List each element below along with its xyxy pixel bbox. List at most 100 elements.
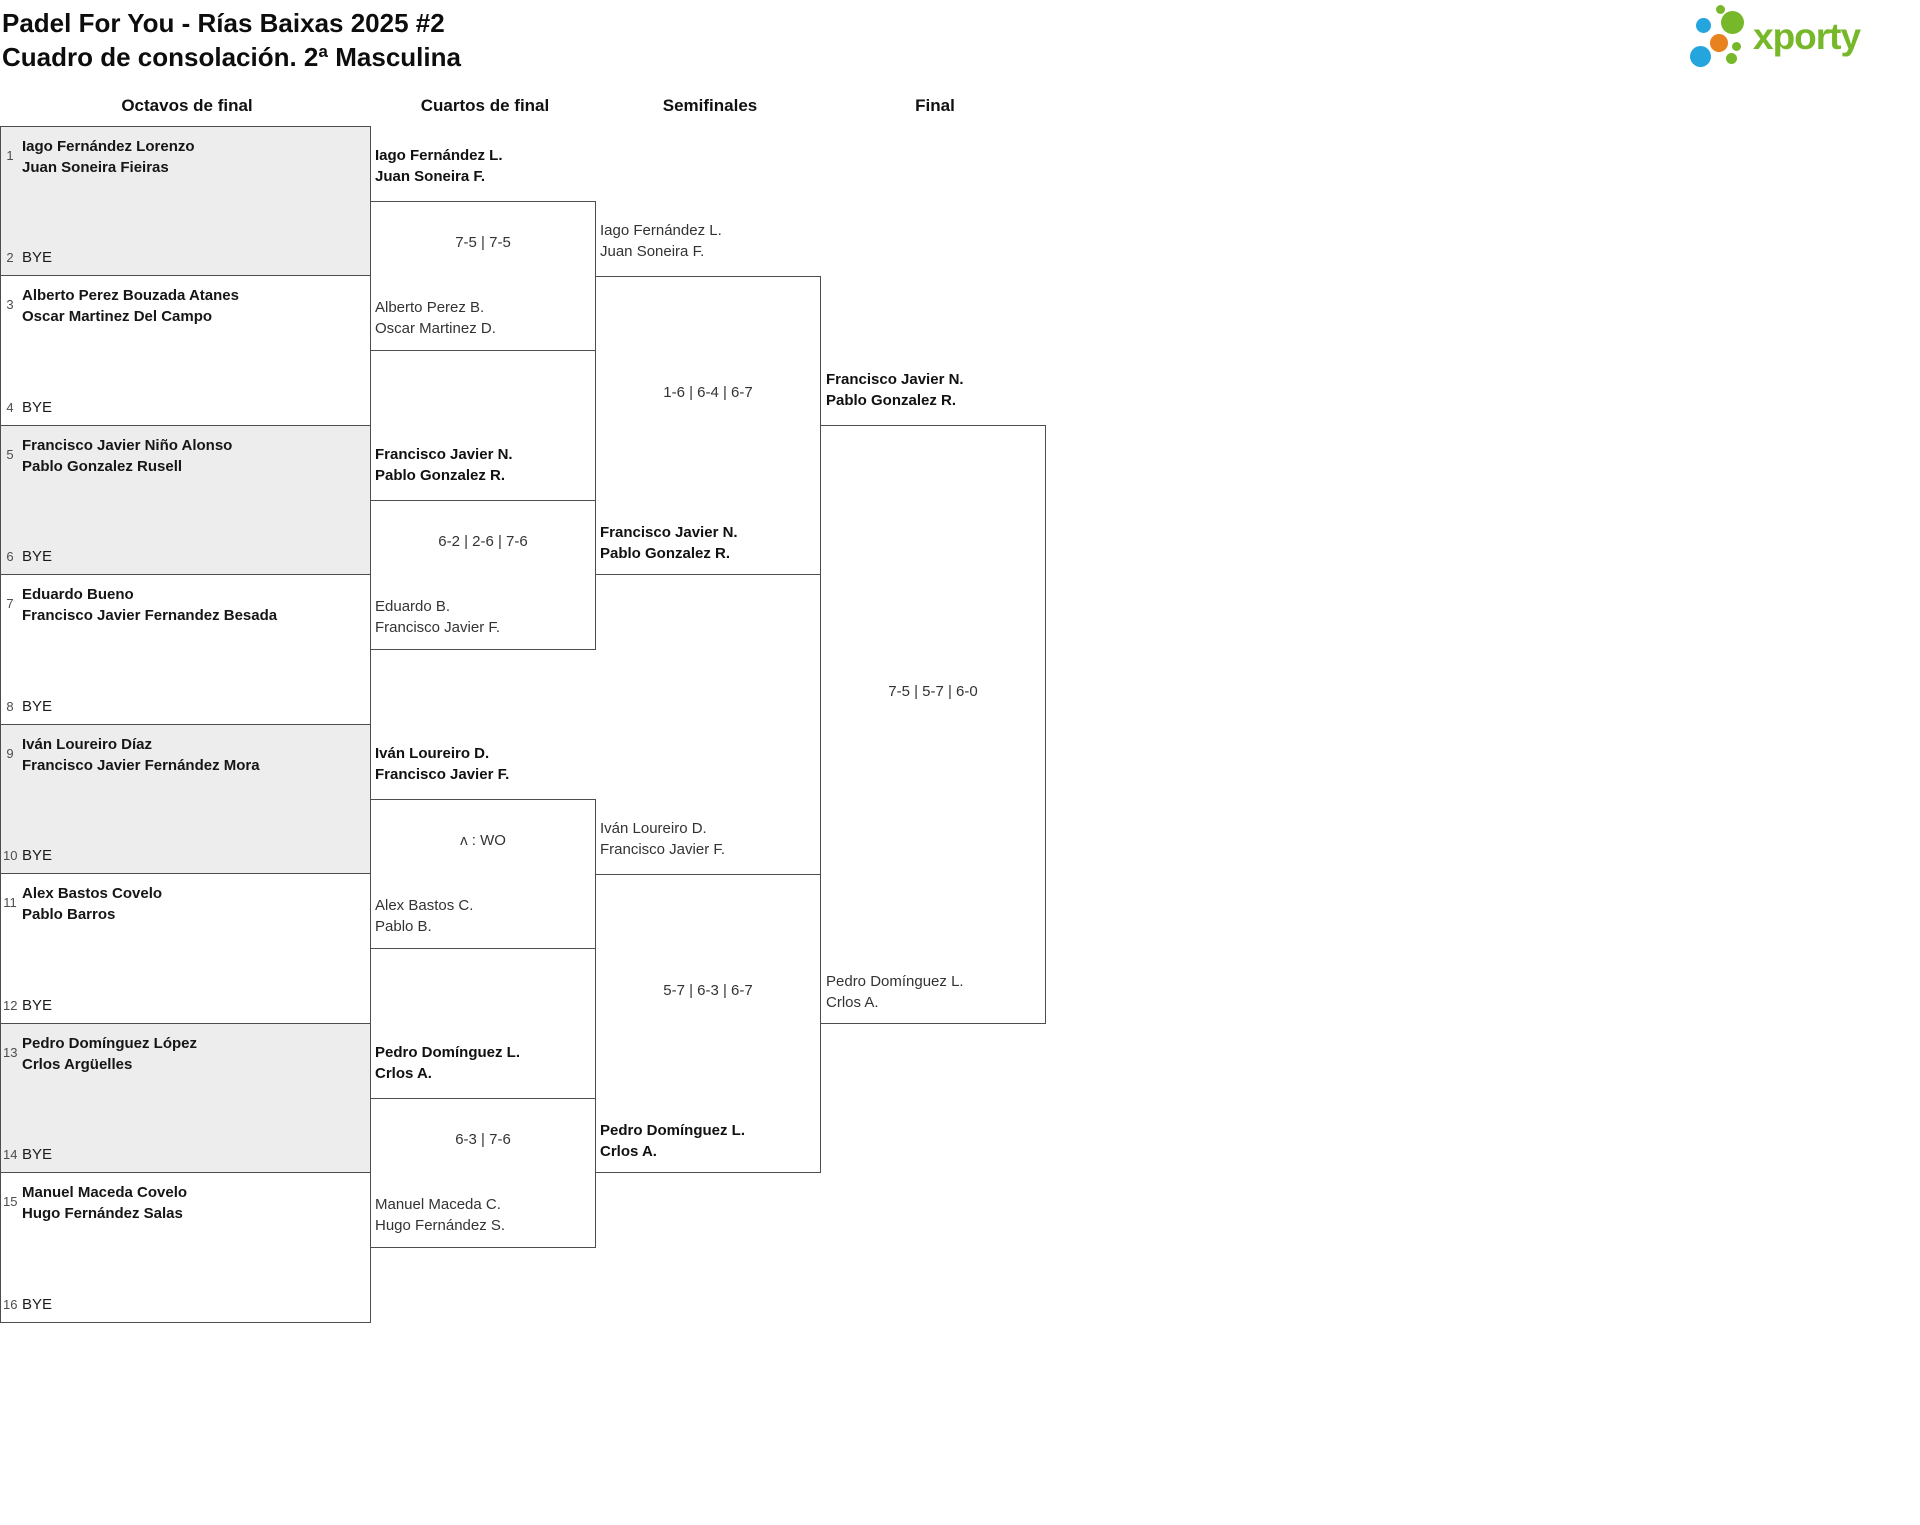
team-line: Iván Loureiro D. xyxy=(600,820,707,837)
team-line: Francisco Javier Niño Alonso xyxy=(22,437,233,454)
team-line: Francisco Javier Fernandez Besada xyxy=(22,607,278,624)
team-line: Hugo Fernández Salas xyxy=(22,1205,183,1222)
team-names: Iago Fernández Lorenzo Juan Soneira Fiei… xyxy=(22,136,195,178)
team-names: Eduardo Bueno Francisco Javier Fernandez… xyxy=(22,584,277,626)
team-line: Francisco Javier F. xyxy=(375,619,501,636)
seed-number: 8 xyxy=(6,699,14,714)
r16-pair-3-4: 3 Alberto Perez Bouzada Atanes Oscar Mar… xyxy=(0,275,371,426)
team-names: Manuel Maceda Covelo Hugo Fernández Sala… xyxy=(22,1182,187,1224)
seed-number: 10 xyxy=(3,848,18,863)
r16-pair-9-10: 9 Iván Loureiro Díaz Francisco Javier Fe… xyxy=(0,724,371,874)
qf4-match-box xyxy=(370,1098,596,1248)
final-team-bottom: Pedro Domínguez L. Crlos A. xyxy=(826,971,964,1013)
sf2-score: 5-7 | 6-3 | 6-7 xyxy=(663,982,753,999)
bye-label: BYE xyxy=(22,249,53,266)
seed-number: 5 xyxy=(6,447,14,462)
team-line: Alberto Perez Bouzada Atanes xyxy=(22,287,239,304)
qf2-team-top: Francisco Javier N. Pablo Gonzalez R. xyxy=(375,444,513,486)
team-line: Francisco Javier N. xyxy=(600,524,738,541)
seed-number: 7 xyxy=(6,596,14,611)
bye-label: BYE xyxy=(22,847,53,864)
qf1-team-top: Iago Fernández L. Juan Soneira F. xyxy=(375,145,503,187)
logo-text: xporty xyxy=(1753,16,1861,57)
sf1-team-top: Iago Fernández L. Juan Soneira F. xyxy=(600,220,722,262)
qf3-score: ʌ : WO xyxy=(460,832,506,849)
team-line: Crlos A. xyxy=(375,1065,432,1082)
team-line: Pablo Gonzalez R. xyxy=(375,467,506,484)
qf2-score: 6-2 | 2-6 | 7-6 xyxy=(438,533,528,550)
xporty-logo[interactable]: xporty xyxy=(1690,4,1918,67)
qf1-team-bottom: Alberto Perez B. Oscar Martinez D. xyxy=(375,297,496,339)
seed-number: 16 xyxy=(3,1297,18,1312)
qf3-team-bottom: Alex Bastos C. Pablo B. xyxy=(375,895,473,937)
bye-row: 10 BYE xyxy=(3,847,52,864)
round-header-semifinales: Semifinales xyxy=(662,96,758,115)
r16-pair-1-2: 1 Iago Fernández Lorenzo Juan Soneira Fi… xyxy=(0,126,371,276)
team-line: Pablo Gonzalez R. xyxy=(600,545,731,562)
team-line: Crlos A. xyxy=(826,994,879,1011)
seed-number: 13 xyxy=(3,1045,18,1060)
seed-number: 9 xyxy=(6,746,14,761)
seed-number: 15 xyxy=(3,1194,18,1209)
team-line: Iago Fernández L. xyxy=(600,222,722,239)
bye-label: BYE xyxy=(22,698,53,715)
seed-number: 11 xyxy=(3,895,17,910)
sf1-team-bottom: Francisco Javier N. Pablo Gonzalez R. xyxy=(600,522,738,564)
title-line2: Cuadro de consolación. 2ª Masculina xyxy=(2,42,461,72)
team-line: Hugo Fernández S. xyxy=(375,1217,506,1234)
team-line: Pedro Domínguez López xyxy=(22,1035,198,1052)
team-line: Manuel Maceda Covelo xyxy=(22,1184,188,1201)
team-names: Alberto Perez Bouzada Atanes Oscar Marti… xyxy=(22,285,239,327)
team-line: Crlos Argüelles xyxy=(22,1056,133,1073)
seed-number: 6 xyxy=(6,549,14,564)
team-line: Alex Bastos C. xyxy=(375,897,474,914)
r16-pair-5-6: 5 Francisco Javier Niño Alonso Pablo Gon… xyxy=(0,425,371,575)
seed-number: 12 xyxy=(3,998,18,1013)
qf3-team-top: Iván Loureiro D. Francisco Javier F. xyxy=(375,743,509,785)
bye-row: 4 BYE xyxy=(3,399,52,416)
team-line: Pablo B. xyxy=(375,918,432,935)
team-line: Crlos A. xyxy=(600,1143,657,1160)
team-line: Alex Bastos Covelo xyxy=(22,885,163,902)
final-team-top: Francisco Javier N. Pablo Gonzalez R. xyxy=(826,369,964,411)
team-names: Francisco Javier Niño Alonso Pablo Gonza… xyxy=(22,435,232,477)
team-line: Iván Loureiro D. xyxy=(375,745,490,762)
bye-label: BYE xyxy=(22,399,53,416)
bye-label: BYE xyxy=(22,1296,53,1313)
seed-number: 4 xyxy=(6,400,14,415)
logo-dot-blue-medium xyxy=(1696,18,1711,33)
bye-row: 16 BYE xyxy=(3,1296,52,1313)
team-line: Pablo Gonzalez Rusell xyxy=(22,458,183,475)
logo-dot-blue-big xyxy=(1690,46,1711,67)
page-title: Padel For You - Rías Baixas 2025 #2 Cuad… xyxy=(2,6,461,74)
team-line: Alberto Perez B. xyxy=(375,299,485,316)
team-line: Francisco Javier N. xyxy=(826,371,964,388)
final-score: 7-5 | 5-7 | 6-0 xyxy=(888,683,978,700)
team-line: Juan Soneira Fieiras xyxy=(22,159,169,176)
team-line: Oscar Martinez Del Campo xyxy=(22,308,213,325)
r16-pair-15-16: 15 Manuel Maceda Covelo Hugo Fernández S… xyxy=(0,1172,371,1323)
round-header-octavos: Octavos de final xyxy=(121,96,253,115)
qf2-team-bottom: Eduardo B. Francisco Javier F. xyxy=(375,596,500,638)
team-names: Iván Loureiro Díaz Francisco Javier Fern… xyxy=(22,734,260,776)
round-header-cuartos: Cuartos de final xyxy=(420,96,550,115)
team-names: Alex Bastos Covelo Pablo Barros xyxy=(22,883,162,925)
team-line: Pedro Domínguez L. xyxy=(826,973,964,990)
team-line: Eduardo Bueno xyxy=(22,586,134,603)
seed-number: 1 xyxy=(6,148,14,163)
team-line: Iago Fernández L. xyxy=(375,147,503,164)
team-line: Francisco Javier F. xyxy=(375,766,510,783)
bye-row: 8 BYE xyxy=(3,698,52,715)
r16-pair-13-14: 13 Pedro Domínguez López Crlos Argüelles… xyxy=(0,1023,371,1173)
team-line: Iago Fernández Lorenzo xyxy=(22,138,195,155)
seed-number: 3 xyxy=(6,297,14,312)
logo-dot-green-big xyxy=(1721,11,1744,34)
team-line: Eduardo B. xyxy=(375,598,451,615)
team-line: Pedro Domínguez L. xyxy=(600,1122,746,1139)
qf4-score: 6-3 | 7-6 xyxy=(455,1131,511,1148)
